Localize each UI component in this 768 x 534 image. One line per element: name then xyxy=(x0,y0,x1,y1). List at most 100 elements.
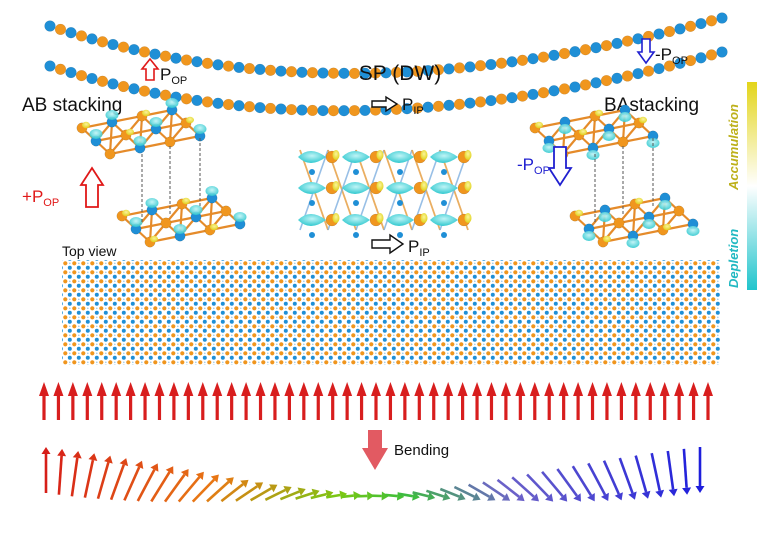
bent-arrow-head xyxy=(254,482,264,490)
polarization-arrow-head xyxy=(616,382,627,396)
chain-atom xyxy=(285,103,298,116)
accumulation-lobe xyxy=(82,121,90,129)
bent-arrow-shaft xyxy=(682,448,688,488)
chain-atom xyxy=(569,81,581,93)
bent-arrow-shaft xyxy=(482,481,506,498)
chain-atom xyxy=(222,60,235,72)
chain-atom xyxy=(96,36,109,48)
bent-arrow-head xyxy=(545,493,554,502)
accumulation-lobe xyxy=(579,128,587,136)
bent-arrow-head xyxy=(119,458,129,467)
chain-atom xyxy=(96,75,109,87)
depletion-lobe xyxy=(193,124,207,134)
bending-label: Bending xyxy=(394,442,449,459)
accumulation-lobe xyxy=(126,128,134,136)
dw-accumulation-lobe xyxy=(376,181,384,191)
depletion-lobe xyxy=(129,217,143,227)
bent-arrow-head xyxy=(628,491,637,500)
svg-text:PIP: PIP xyxy=(408,237,430,259)
bent-arrow-shaft xyxy=(341,494,354,499)
chain-atom xyxy=(149,48,161,60)
polarization-arrow-head xyxy=(558,382,569,396)
accumulation-lobe xyxy=(122,209,130,217)
dw-accumulation-lobe xyxy=(332,181,340,191)
chain-atom xyxy=(44,20,56,32)
p-op-plus-label: +POP xyxy=(22,166,105,209)
chain-atom xyxy=(75,69,88,82)
bent-arrow-head xyxy=(150,463,159,472)
chain-atom xyxy=(159,89,172,101)
chain-atom xyxy=(170,52,182,64)
chain-atom xyxy=(180,93,193,105)
polarization-arrow-head xyxy=(183,382,194,396)
polarization-arrow-head xyxy=(544,382,555,396)
dw-accumulation-lobe xyxy=(464,150,472,160)
chain-atom xyxy=(180,54,193,66)
domain-wall-structure xyxy=(298,149,472,238)
accumulation-lobe xyxy=(186,116,194,124)
bent-arrow-shaft xyxy=(618,457,634,494)
bent-arrow-head xyxy=(695,486,705,493)
bent-arrow-head xyxy=(210,474,219,483)
bent-arrow-shaft xyxy=(425,489,445,498)
polarization-arrow-head xyxy=(500,382,511,396)
chain-atom xyxy=(537,51,550,63)
polarization-arrow-head xyxy=(154,382,165,396)
chain-atom xyxy=(317,104,329,117)
accumulation-lobe xyxy=(639,116,647,124)
polarization-arrow-head xyxy=(472,382,483,396)
dw-atom-small xyxy=(353,200,359,206)
bent-arrow-shaft xyxy=(57,455,63,495)
depletion-lobe xyxy=(165,98,179,108)
p-op-minus-left-sign: - xyxy=(517,155,523,174)
p-op-plus-base: P xyxy=(32,187,43,206)
chain-atom xyxy=(149,87,161,99)
polarization-arrow-head xyxy=(601,382,612,396)
dw-depletion-lobe xyxy=(298,151,326,163)
chain-atom xyxy=(138,85,151,97)
chain-atom xyxy=(611,72,623,84)
chain-atom xyxy=(527,53,539,65)
polarization-arrow-head xyxy=(659,382,670,396)
chain-atom xyxy=(86,72,98,85)
bent-arrow-shaft xyxy=(109,464,126,501)
chain-atom xyxy=(359,104,371,117)
chain-atom xyxy=(579,79,592,91)
svg-text:POP: POP xyxy=(160,65,187,87)
chain-atom xyxy=(296,104,308,116)
hollow-arrow-right-icon xyxy=(371,233,405,255)
dw-accumulation-lobe xyxy=(464,181,472,191)
p-op-minus-left-label: -POP xyxy=(517,146,573,187)
bent-arrow-shaft xyxy=(177,476,201,503)
polarization-arrow-head xyxy=(67,382,78,396)
dw-atom-small xyxy=(397,200,403,206)
dw-depletion-lobe xyxy=(342,151,370,163)
polarization-arrow-head xyxy=(255,382,266,396)
chain-atom xyxy=(611,37,623,50)
accumulation-lobe xyxy=(142,109,150,117)
depletion-lobe xyxy=(233,212,247,222)
ba-stacking-structure xyxy=(529,104,700,248)
bent-arrow-head xyxy=(88,453,98,461)
dw-atom-small xyxy=(441,200,447,206)
depletion-lobe xyxy=(149,117,163,127)
chain-atom xyxy=(516,54,529,66)
bent-arrow-head xyxy=(311,488,320,498)
bent-arrow-shaft xyxy=(526,473,550,498)
p-op-top-base: P xyxy=(160,65,171,84)
depletion-lobe xyxy=(582,231,596,241)
bent-arrow-shaft xyxy=(439,487,460,498)
bent-arrow-head xyxy=(57,448,67,457)
p-ip-top-label: PIP xyxy=(371,95,424,117)
accumulation-lobe xyxy=(575,209,583,217)
dw-accumulation-lobe xyxy=(464,213,472,223)
depletion-lobe xyxy=(598,212,612,222)
bent-arrow-shaft xyxy=(163,473,186,503)
bent-arrow-head xyxy=(353,491,361,501)
dw-accumulation-lobe xyxy=(420,181,428,191)
chain-atom xyxy=(558,47,571,60)
dw-depletion-lobe xyxy=(386,214,414,226)
depletion-lobe xyxy=(602,131,616,141)
bent-arrow-head xyxy=(442,492,451,501)
hollow-arrow-up-icon xyxy=(140,57,160,81)
